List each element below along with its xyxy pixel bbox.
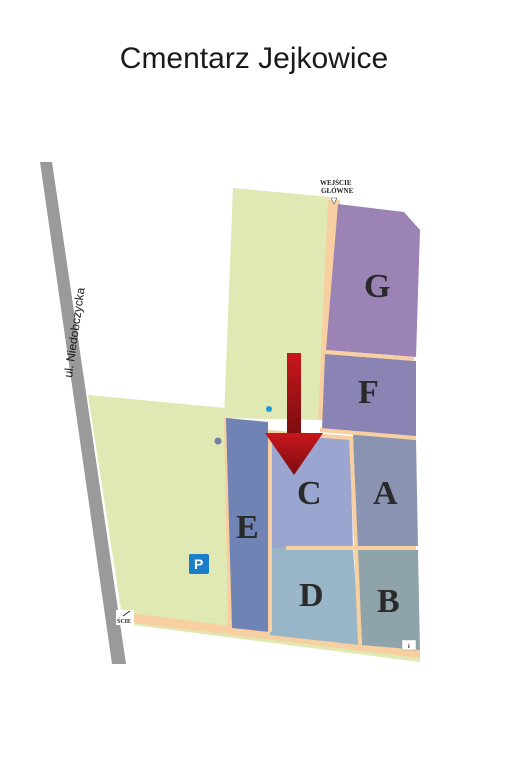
map-title: Cmentarz Jejkowice	[119, 42, 389, 75]
entrance-side-marker	[116, 610, 134, 625]
section-c-label: C	[297, 475, 322, 512]
entrance-main-label-1: WEJŚCIE	[320, 179, 352, 187]
entrance-main-arrow-icon	[330, 197, 338, 205]
section-e-label: E	[236, 509, 259, 546]
entrance-side-arrow-icon	[122, 610, 131, 617]
section-a[interactable]	[353, 434, 418, 546]
info-marker-label: i	[408, 644, 410, 650]
entrance-side-label: ŚCIE	[117, 617, 131, 625]
section-g-label: G	[364, 268, 390, 305]
parking-label: P	[194, 556, 203, 572]
section-d-label: D	[299, 577, 324, 614]
street-road	[40, 162, 126, 664]
section-f[interactable]	[322, 354, 416, 438]
section-e[interactable]	[226, 418, 270, 632]
section-a-label: A	[373, 475, 398, 512]
parking-icon	[189, 554, 209, 574]
entrance-main-label-2: GŁÓWNE	[321, 187, 354, 195]
section-d[interactable]	[270, 548, 360, 645]
section-b[interactable]	[357, 550, 420, 650]
location-arrow-icon	[265, 353, 323, 475]
section-b-label: B	[377, 583, 400, 620]
point-marker-icon	[214, 437, 222, 445]
green-area-top	[224, 188, 330, 420]
water-point-icon	[266, 406, 272, 412]
section-g[interactable]	[326, 204, 420, 357]
info-marker-icon	[401, 639, 417, 651]
section-f-label: F	[358, 374, 379, 411]
